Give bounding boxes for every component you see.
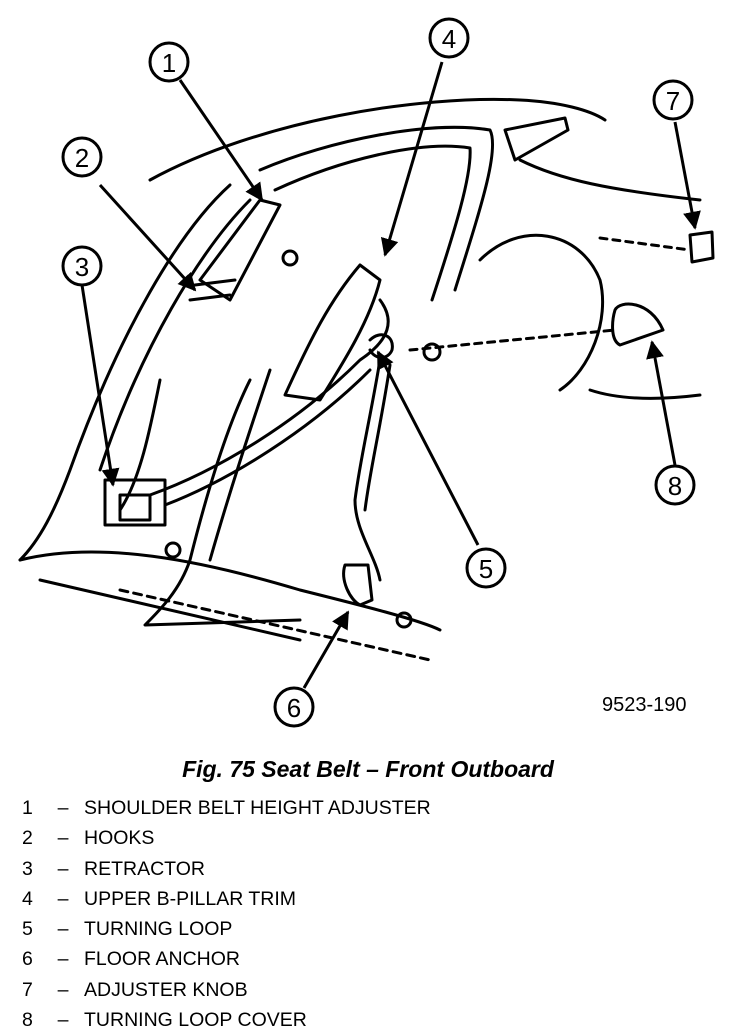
figure-id: 9523-190 — [602, 694, 687, 716]
adjuster-bracket — [198, 198, 282, 302]
legend-label: TURNING LOOP COVER — [84, 1009, 307, 1032]
legend-dash: – — [57, 918, 69, 941]
legend-list: 1–SHOULDER BELT HEIGHT ADJUSTER 2–HOOKS … — [22, 793, 431, 1035]
callout-4-circle — [428, 17, 470, 59]
a-pillar — [18, 183, 232, 562]
callout-7: 7 — [666, 86, 680, 116]
floor-sill — [18, 550, 442, 632]
callout-6-circle — [273, 686, 315, 728]
legend-num: 2 — [22, 827, 33, 850]
legend-label: FLOOR ANCHOR — [84, 948, 241, 971]
b-pillar-lower-trim-inner — [208, 368, 272, 562]
callout-3: 3 — [75, 252, 89, 282]
legend-item: 5 –TURNING LOOP — [22, 914, 431, 944]
roof-line — [148, 97, 607, 182]
callout-2-circle — [61, 136, 103, 178]
legend-dash: – — [57, 1009, 69, 1032]
callout-1: 1 — [162, 48, 176, 78]
legend-item: 3 –RETRACTOR — [22, 854, 431, 884]
legend-label: RETRACTOR — [84, 857, 205, 880]
retractor-plate — [118, 493, 152, 522]
legend-num: 7 — [22, 978, 33, 1001]
legend-dash: – — [57, 857, 69, 880]
legend-num: 3 — [22, 857, 33, 880]
callout-6: 6 — [287, 693, 301, 723]
legend-label: TURNING LOOP — [84, 918, 233, 941]
callout-7-circle — [652, 79, 694, 121]
legend-dash: – — [57, 887, 69, 910]
belt-webbing — [148, 298, 390, 497]
legend-num: 4 — [22, 887, 33, 910]
seat-belt-diagram: 1 2 3 4 5 6 7 8 — [18, 17, 715, 728]
legend-num: 5 — [22, 918, 33, 941]
legend-num: 6 — [22, 948, 33, 971]
callout-8-circle — [654, 464, 696, 506]
door-frame-inner — [273, 144, 472, 302]
callout-8: 8 — [668, 471, 682, 501]
legend-dash: – — [57, 797, 69, 819]
belt-webbing-2 — [163, 368, 372, 507]
legend-item: 2 –HOOKS — [22, 823, 431, 853]
legend-item: 1 –SHOULDER BELT HEIGHT ADJUSTER — [22, 793, 431, 823]
upper-pillar-trim — [283, 263, 382, 402]
legend-dash: – — [57, 978, 69, 1001]
legend-item: 8 –TURNING LOOP COVER — [22, 1005, 431, 1035]
door-frame-outer — [258, 125, 495, 292]
legend-label: HOOKS — [84, 827, 155, 850]
adjuster-hooks — [188, 278, 237, 302]
legend-item: 7 –ADJUSTER KNOB — [22, 975, 431, 1005]
callout-5: 5 — [479, 554, 493, 584]
sill-lower — [38, 578, 302, 642]
b-pillar-edge — [118, 378, 162, 512]
legend-item: 6 –FLOOR ANCHOR — [22, 944, 431, 974]
callout-2: 2 — [75, 143, 89, 173]
legend-label: ADJUSTER KNOB — [84, 978, 248, 1001]
legend-num: 8 — [22, 1009, 33, 1032]
callout-5-circle — [465, 547, 507, 589]
figure-caption: Fig. 75 Seat Belt – Front Outboard — [182, 756, 554, 782]
retractor-body — [103, 478, 167, 527]
legend-label: UPPER B-PILLAR TRIM — [84, 887, 297, 910]
callout-1-circle — [148, 41, 190, 83]
rear-quarter — [518, 158, 702, 202]
adjuster-knob-shape — [688, 230, 715, 264]
legend-dash: – — [57, 948, 69, 971]
belt-lower — [353, 358, 382, 582]
turning-loop — [368, 333, 394, 359]
callout-3-circle — [61, 245, 103, 287]
legend-dash: – — [57, 827, 69, 850]
belt-lower-2 — [363, 363, 392, 512]
turning-loop-cover-shape — [611, 302, 665, 347]
rear-vent — [503, 116, 570, 162]
b-pillar-lower-trim — [143, 378, 302, 627]
wheel-arch — [478, 233, 605, 392]
rear-seat-edge — [588, 388, 702, 400]
legend-label: SHOULDER BELT HEIGHT ADJUSTER — [84, 797, 431, 819]
legend-num: 1 — [22, 797, 33, 819]
callout-4: 4 — [442, 24, 456, 54]
floor-anchor — [342, 563, 374, 607]
legend-item: 4 –UPPER B-PILLAR TRIM — [22, 884, 431, 914]
dashed-floor — [118, 588, 432, 662]
a-pillar-inner — [98, 198, 252, 472]
